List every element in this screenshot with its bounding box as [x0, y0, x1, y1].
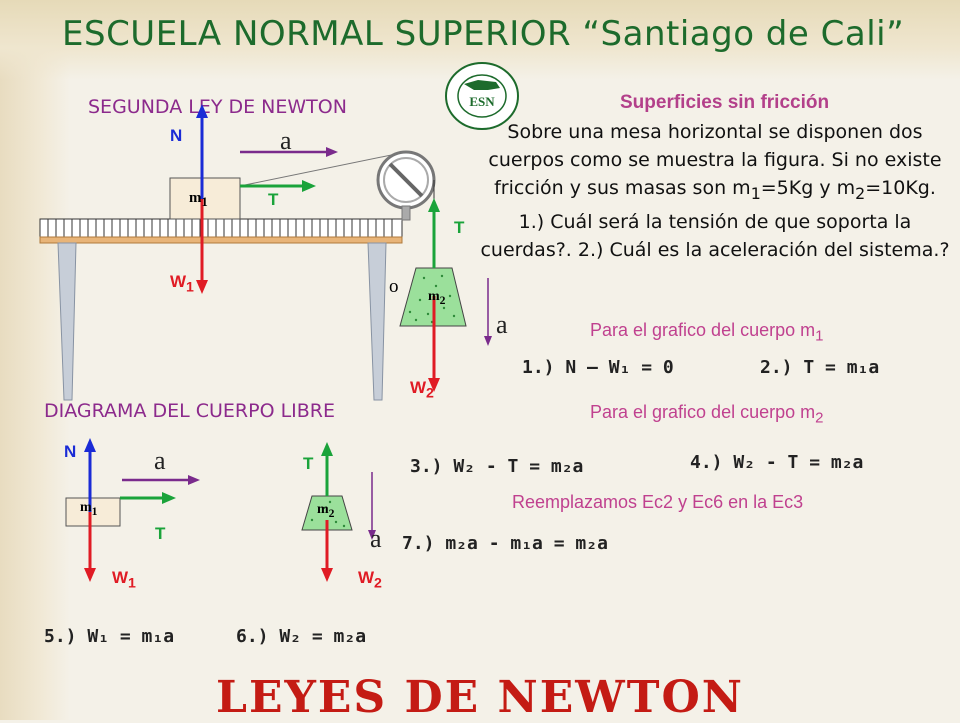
section-heading-newton: SEGUNDA LEY DE NEWTON [88, 96, 347, 118]
fb-block-m1 [65, 497, 121, 527]
section-heading-free-body: DIAGRAMA DEL CUERPO LIBRE [44, 400, 336, 422]
fb-label-T: T [155, 524, 166, 543]
note-body-1: Para el grafico del cuerpo m1 [590, 320, 824, 345]
label-m1: m1 [189, 190, 208, 209]
note-replace: Reemplazamos Ec2 y Ec6 en la Ec3 [512, 492, 804, 512]
table-diagram [39, 104, 492, 401]
background-left-band [0, 0, 70, 720]
free-body-diagram [65, 438, 376, 582]
label-N: N [170, 126, 183, 145]
table-leg-left [57, 242, 77, 401]
table-top [39, 218, 403, 238]
problem-statement: Sobre una mesa horizontal se disponen do… [480, 121, 950, 261]
fb-label-W2: W2 [358, 568, 382, 592]
table-leg-right [367, 242, 387, 401]
equation-1: 1.) N – W₁ = 0 [522, 357, 674, 378]
label-a2: a [496, 310, 508, 339]
fb-block-m2 [301, 495, 353, 531]
label-W1: W1 [170, 272, 194, 296]
seal-text: ESN [469, 94, 495, 109]
problem-title: Superficies sin fricción [620, 92, 830, 113]
rope-horizontal [239, 151, 407, 187]
label-T2: T [454, 218, 465, 237]
fb-label-m1: m1 [80, 500, 98, 518]
table-apron [39, 236, 403, 244]
equation-3: 3.) W₂ - T = m₂a [410, 456, 584, 477]
footer-title: Leyes de Newton [216, 672, 744, 723]
school-title: ESCUELA NORMAL SUPERIOR “Santiago de Cal… [62, 14, 905, 54]
fb-label-a2: a [370, 524, 382, 553]
label-m2: m2 [428, 289, 446, 307]
label-a: a [280, 126, 292, 155]
equation-4: 4.) W₂ - T = m₂a [690, 452, 864, 473]
fb-label-T2: T [303, 454, 314, 473]
fb-label-N: N [64, 442, 77, 461]
equation-7: 7.) m₂a - m₁a = m₂a [402, 533, 608, 554]
label-o: o [389, 276, 399, 297]
equation-6: 6.) W₂ = m₂a [236, 626, 367, 647]
equation-2: 2.) T = m₁a [760, 357, 880, 378]
fb-label-m2: m2 [317, 502, 335, 520]
note-body-2: Para el grafico del cuerpo m2 [590, 402, 824, 427]
fb-label-a: a [154, 446, 166, 475]
block-m1 [169, 177, 241, 220]
label-W2: W2 [410, 378, 434, 402]
fb-label-W1: W1 [112, 568, 136, 592]
equation-5: 5.) W₁ = m₁a [44, 626, 175, 647]
school-seal-icon: ESN [445, 62, 519, 130]
label-T: T [268, 190, 279, 209]
